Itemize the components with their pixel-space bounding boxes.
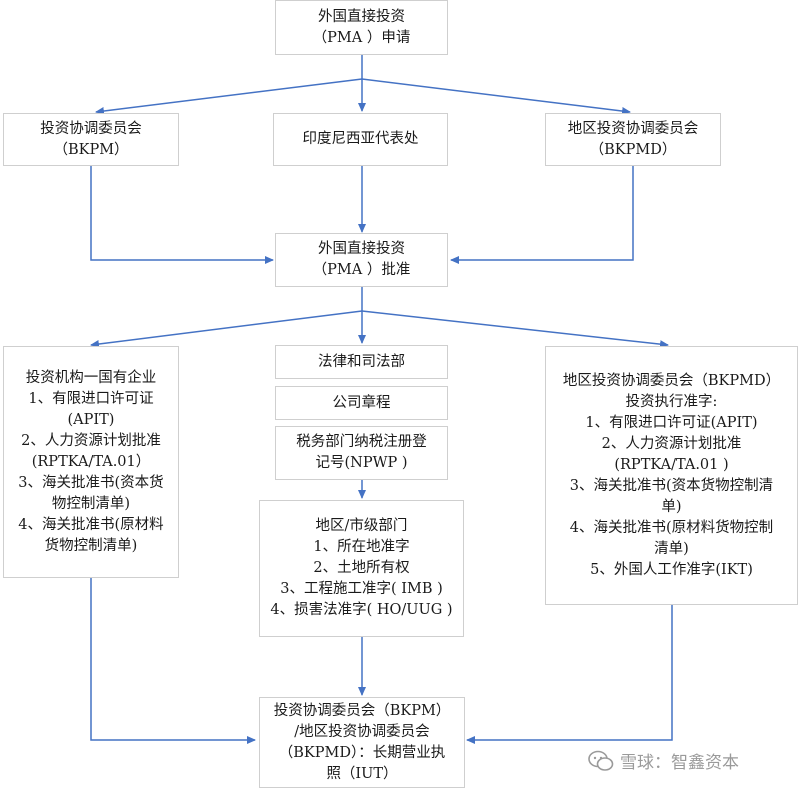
node-text-line: 3、海关批准书(资本货物控制清 bbox=[569, 477, 774, 494]
node-text-line: 投资协调委员会 bbox=[40, 120, 142, 137]
node-text-line: 外国直接投资 bbox=[318, 8, 405, 25]
node-text-line: 投资协调委员会（BKPM） bbox=[273, 702, 451, 719]
node-text-line: 1、有限进口许可证(APIT) bbox=[585, 414, 758, 431]
node-text-line: 3、工程施工准字( IMB ) bbox=[280, 581, 443, 597]
node-text-line: （PMA ）批准 bbox=[312, 262, 411, 278]
enterprise-box: 投资机构一国有企业 1、有限进口许可证 (APIT) 2、人力资源计划批准 (RPTKA… bbox=[3, 346, 179, 578]
final-license-box: 投资协调委员会（BKPM） /地区投资协调委员会 （BKPMD）：长期营业执照（IU… bbox=[259, 697, 465, 788]
node-text-line: 印度尼西亚代表处 bbox=[302, 131, 419, 147]
arrow-bkpmd-to-approval bbox=[450, 166, 634, 264]
node-text-line: (APIT) bbox=[67, 411, 115, 428]
node-text-line: 公司章程 bbox=[332, 394, 391, 411]
node-text-line: (RPTKA/TA.01） bbox=[31, 453, 151, 470]
node-text-line: 清单) bbox=[654, 540, 689, 557]
node-text-line: 2、人力资源计划批准 bbox=[601, 435, 742, 452]
node-text-line: 投资机构一国有企业 bbox=[25, 369, 157, 386]
node-text-line: （BKPMD） bbox=[589, 141, 677, 158]
arrow-application-to-bkpmd bbox=[361, 78, 631, 115]
node-text-line: 4、损害法准字( HO/UUG ) bbox=[270, 602, 453, 618]
bkpmd-box: 地区投资协调委员会 （BKPMD） bbox=[545, 113, 721, 166]
bkpm-box: 投资协调委员会 （BKPM） bbox=[3, 113, 179, 166]
node-text-line: 4、海关批准书(原材料 bbox=[18, 516, 164, 533]
node-text-line: 4、海关批准书(原材料货物控制 bbox=[569, 519, 774, 536]
node-text-line: 2、人力资源计划批准 bbox=[21, 432, 161, 449]
node-text-line: （BKPMD）：长期营业执 bbox=[278, 744, 446, 761]
node-text-line: 1、有限进口许可证 bbox=[28, 390, 154, 407]
indonesia-office-box: 印度尼西亚代表处 bbox=[273, 113, 448, 166]
node-text-line: 1、所在地准字 bbox=[313, 539, 410, 555]
node-text-line: 照（IUT） bbox=[326, 765, 398, 782]
node-text-line: 税务部门纳税注册登 bbox=[296, 434, 427, 450]
pma-approval-box: 外国直接投资 （PMA ）批准 bbox=[275, 233, 448, 287]
arrow-enterprise-to-final bbox=[90, 578, 256, 744]
node-text-line: 地区投资协调委员会（BKPMD） bbox=[562, 372, 781, 389]
watermark-text: 雪球：智鑫资本 bbox=[620, 753, 739, 773]
node-text-line: 2、土地所有权 bbox=[313, 560, 410, 576]
pma-application-box: 外国直接投资 （PMA ）申请 bbox=[275, 0, 448, 55]
node-text-line: 5、外国人工作准字(IKT) bbox=[590, 561, 753, 578]
watermark: 雪球：智鑫资本 bbox=[588, 748, 739, 773]
node-text-line: 投资执行准字: bbox=[625, 393, 718, 410]
legal-dept-box: 法律和司法部 bbox=[275, 345, 448, 379]
node-text-line: 3、海关批准书(资本货 bbox=[18, 474, 164, 491]
node-text-line: /地区投资协调委员会 bbox=[294, 723, 430, 740]
regional-dept-box: 地区/市级部门 1、所在地准字 2、土地所有权 3、工程施工准字( IMB ) 4、损害… bbox=[259, 500, 464, 637]
node-text-line: 货物控制清单) bbox=[44, 537, 138, 554]
arrow-bkpmd-exec-to-final bbox=[466, 605, 673, 744]
tax-dept-box: 税务部门纳税注册登记号(NPWP ) bbox=[275, 426, 448, 480]
node-text-line: （PMA ）申请 bbox=[312, 29, 411, 46]
arrow-approval-to-bkpmd-exec bbox=[361, 310, 669, 349]
node-text-line: (RPTKA/TA.01 ) bbox=[614, 456, 729, 473]
node-text-line: （BKPM） bbox=[53, 141, 129, 158]
node-text-line: 地区投资协调委员会 bbox=[567, 120, 699, 137]
arrow-approval-to-enterprise bbox=[90, 310, 363, 348]
arrow-application-to-bkpm bbox=[95, 78, 363, 115]
articles-box: 公司章程 bbox=[275, 386, 448, 420]
node-text-line: 外国直接投资 bbox=[318, 241, 405, 257]
node-text-line: 物控制清单) bbox=[51, 495, 131, 512]
node-text-line: 记号(NPWP ) bbox=[315, 455, 408, 471]
bkpmd-exec-box: 地区投资协调委员会（BKPMD） 投资执行准字: 1、有限进口许可证(APIT) 2、… bbox=[545, 346, 798, 605]
node-text-line: 单) bbox=[661, 498, 682, 515]
wechat-icon bbox=[588, 750, 614, 771]
node-text-line: 法律和司法部 bbox=[318, 353, 405, 370]
arrow-bkpm-to-approval bbox=[90, 166, 274, 264]
node-text-line: 地区/市级部门 bbox=[315, 518, 408, 534]
